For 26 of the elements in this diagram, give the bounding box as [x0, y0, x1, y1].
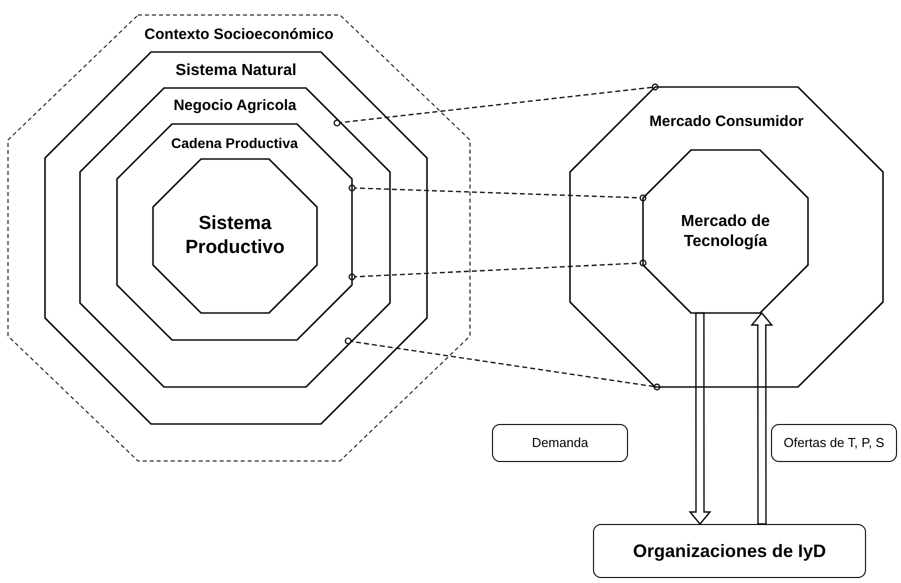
octagon [45, 52, 427, 424]
band-label: Contexto Socioeconómico [144, 25, 334, 45]
octagon [153, 159, 317, 313]
box-label: Demanda [532, 434, 588, 452]
center-label: Mercado de Tecnología [680, 212, 771, 252]
octagon [8, 15, 470, 461]
octagon [117, 124, 352, 340]
octagon [570, 87, 883, 387]
rounded-box [492, 424, 628, 462]
band-label: Sistema Natural [176, 61, 296, 81]
hollow-arrow [750, 312, 774, 525]
hollow-arrow [688, 312, 712, 526]
rounded-box [771, 424, 897, 462]
band-label: Mercado Consumidor [649, 112, 804, 132]
band-label: Negocio Agricola [174, 96, 296, 116]
box-label: Organizaciones de IyD [632, 540, 826, 563]
dashed-connector [348, 184, 646, 202]
octagon [643, 150, 808, 313]
center-label: Sistema Productivo [184, 212, 286, 260]
dashed-connector [334, 84, 659, 126]
band-label: Cadena Productiva [171, 134, 298, 153]
rounded-box [593, 524, 866, 578]
dashed-connector [348, 260, 646, 280]
box-label: Ofertas de T, P, S [784, 434, 884, 452]
octagon [80, 88, 390, 387]
dashed-connector [344, 338, 660, 390]
